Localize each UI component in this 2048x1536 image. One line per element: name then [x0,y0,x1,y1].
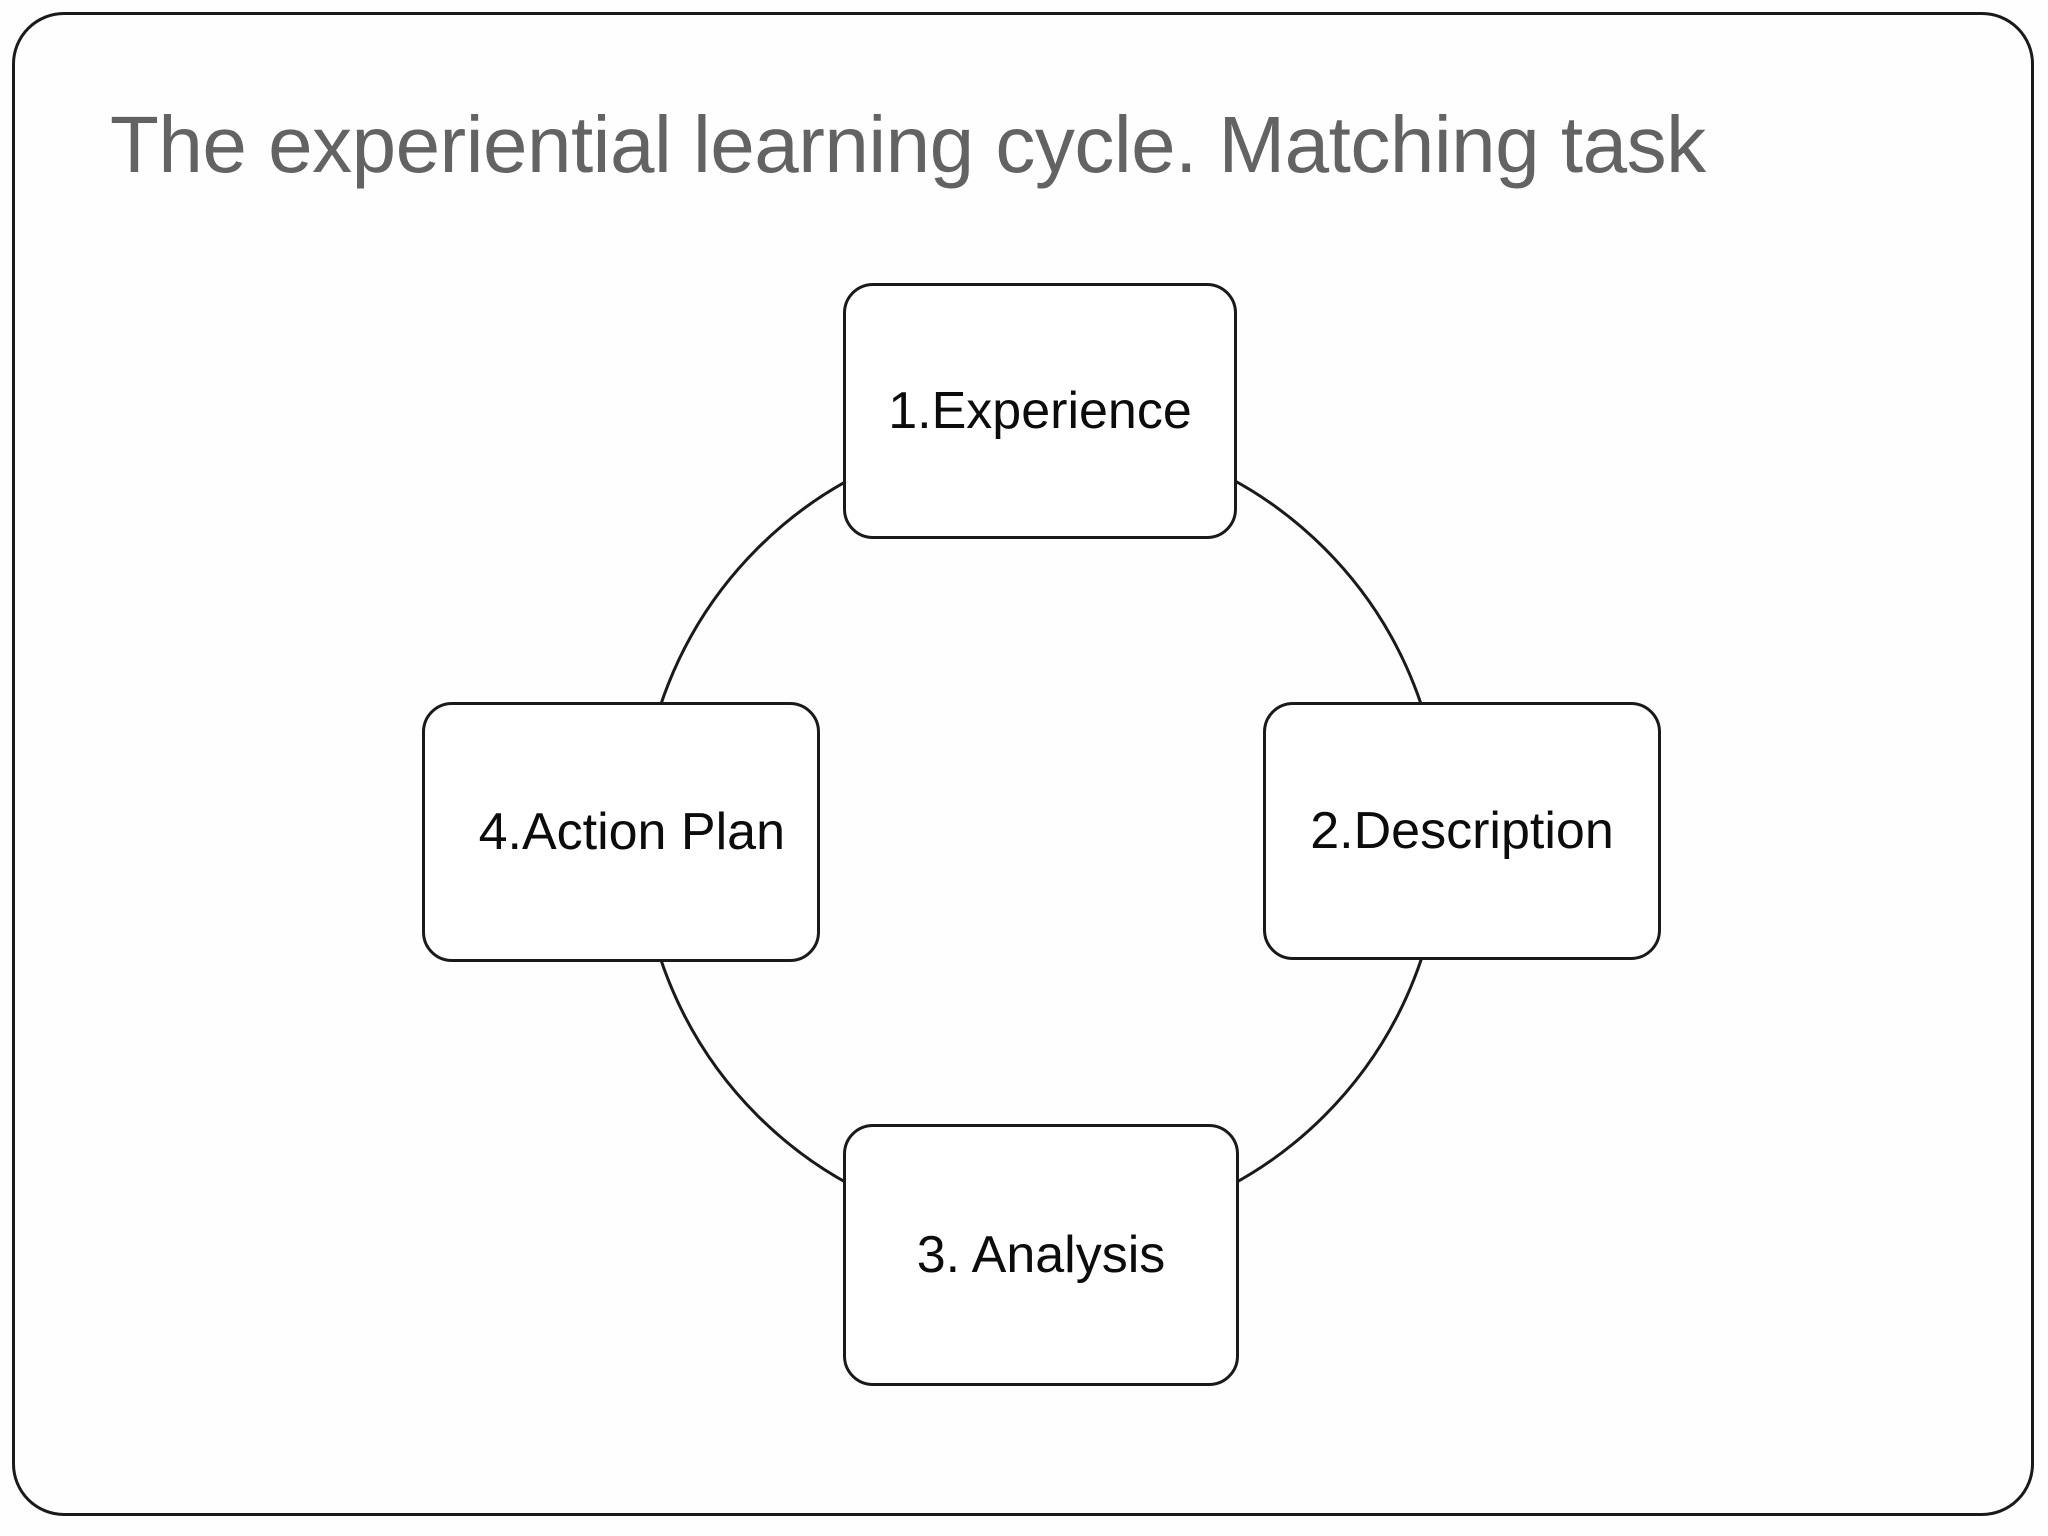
cycle-node-label: 3. Analysis [916,1225,1166,1284]
page-title: The experiential learning cycle. Matchin… [110,100,1706,189]
cycle-node-label: 1.Experience [888,381,1192,440]
cycle-node-label: 2.Description [1310,801,1614,860]
cycle-node-action-plan[interactable]: 4.Action Plan [422,702,820,962]
cycle-node-analysis[interactable]: 3. Analysis [843,1124,1239,1386]
cycle-node-description[interactable]: 2.Description [1263,702,1661,960]
cycle-node-label: 4.Action Plan [478,802,785,861]
cycle-node-experience[interactable]: 1.Experience [843,283,1237,539]
